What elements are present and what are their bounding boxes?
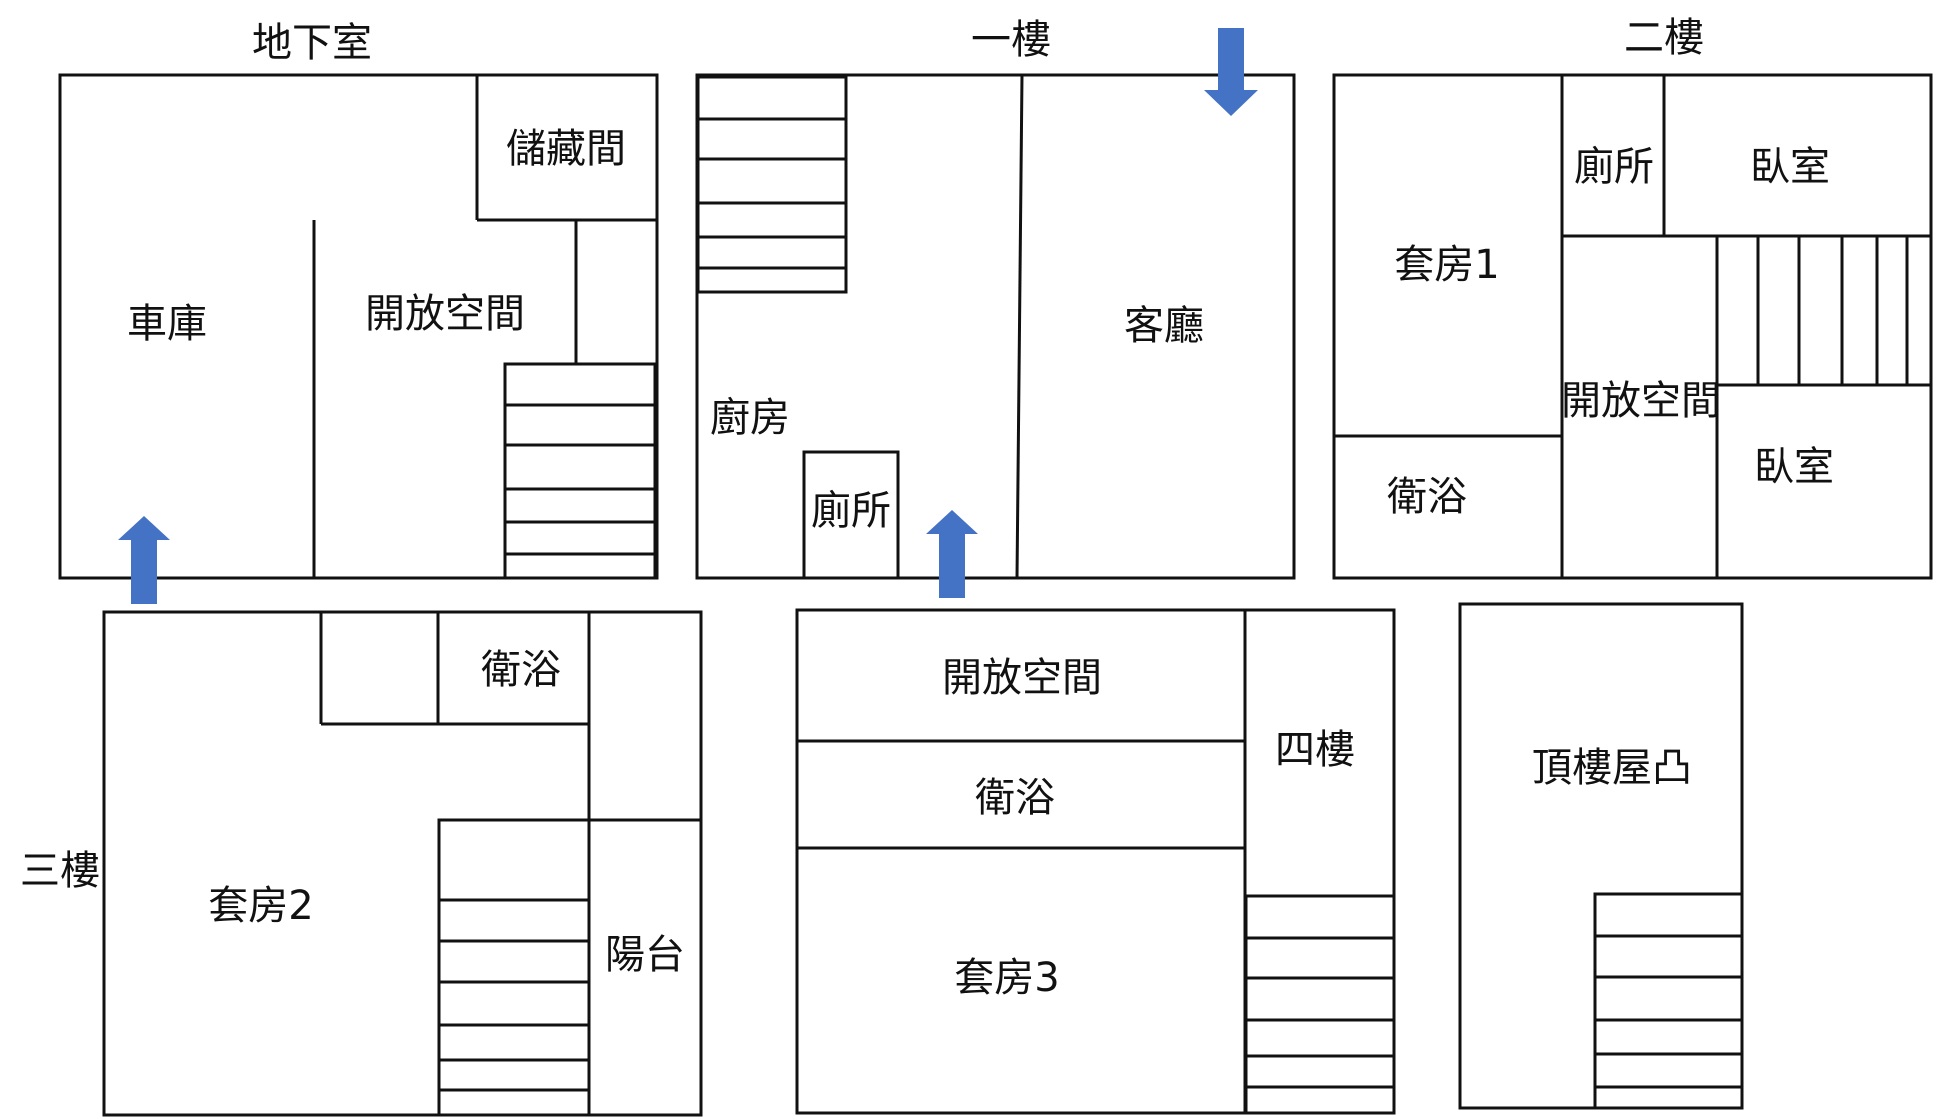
second-floor-title: 二樓 xyxy=(1624,15,1704,61)
first-floor-staircase xyxy=(696,75,848,294)
room-bathroom-third: 衛浴 xyxy=(481,647,561,693)
room-open-space-basement: 開放空間 xyxy=(365,291,525,337)
fourth-floor-plan: 開放空間 衛浴 套房3 四樓 xyxy=(795,608,1396,1115)
first-floor-title: 一樓 xyxy=(971,17,1051,63)
room-suite2: 套房2 xyxy=(208,883,313,929)
fourth-floor-staircase xyxy=(1244,894,1396,1115)
basement-plan: 地下室 儲藏間 車庫 開放空間 xyxy=(58,20,659,580)
third-floor-title: 三樓 xyxy=(20,848,100,894)
room-toilet-second: 廁所 xyxy=(1574,144,1654,190)
room-bedroom-bottom: 臥室 xyxy=(1754,444,1834,490)
arrow-down-icon xyxy=(1204,28,1258,116)
second-floor-plan: 二樓 套房1 廁所 臥室 開放空間 衛浴 臥室 xyxy=(1332,15,1933,580)
room-bathroom-fourth: 衛浴 xyxy=(975,775,1055,821)
fourth-floor-title: 四樓 xyxy=(1275,727,1355,773)
room-toilet-first: 廁所 xyxy=(811,488,891,534)
roof-staircase xyxy=(1593,892,1744,1110)
room-living-room: 客廳 xyxy=(1124,303,1204,349)
arrow-up-icon xyxy=(118,516,170,604)
third-floor-outline xyxy=(102,610,703,1117)
roof-title: 頂樓屋凸 xyxy=(1532,745,1692,791)
first-floor-plan: 一樓 廚房 廁所 客廳 xyxy=(695,17,1296,580)
basement-staircase xyxy=(503,362,657,580)
room-garage: 車庫 xyxy=(127,301,207,347)
third-floor-staircase xyxy=(437,818,591,1117)
second-floor-outline xyxy=(1332,73,1933,580)
room-bathroom-second: 衛浴 xyxy=(1387,474,1467,520)
basement-outline xyxy=(58,73,659,580)
room-suite1: 套房1 xyxy=(1394,242,1499,288)
first-floor-outline xyxy=(695,73,1296,580)
room-balcony: 陽台 xyxy=(605,932,685,978)
first-floor-toilet-box xyxy=(802,450,900,580)
roof-plan: 頂樓屋凸 xyxy=(1458,602,1744,1110)
fourth-floor-outline xyxy=(795,608,1396,1115)
room-open-space-fourth: 開放空間 xyxy=(942,655,1102,701)
arrow-up-icon xyxy=(926,510,978,598)
room-bedroom-top: 臥室 xyxy=(1750,144,1830,190)
basement-title: 地下室 xyxy=(252,20,372,66)
room-suite3: 套房3 xyxy=(954,955,1059,1001)
room-storage: 儲藏間 xyxy=(506,126,626,172)
roof-outline xyxy=(1458,602,1744,1110)
room-open-space-second: 開放空間 xyxy=(1561,378,1721,424)
living-room-partition xyxy=(1015,74,1024,579)
third-floor-plan: 三樓 衛浴 套房2 陽台 xyxy=(20,610,703,1117)
second-floor-staircase xyxy=(1756,236,1909,385)
room-kitchen: 廚房 xyxy=(710,395,790,441)
